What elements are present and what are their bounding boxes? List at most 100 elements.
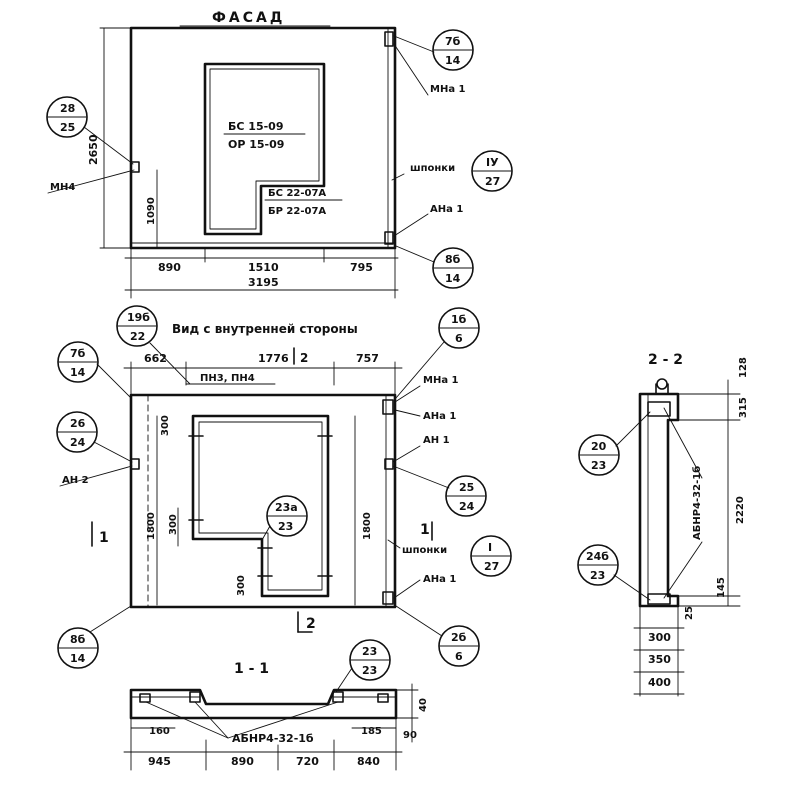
facade-embedded-part-bottom <box>384 231 394 245</box>
inner-dim-1800-right: 1800 <box>362 512 373 540</box>
facade-callout-iu-top: IУ <box>486 156 499 169</box>
section-2-2-title: 2 - 2 <box>648 352 683 368</box>
section-1-1-dim-bottom-1: 890 <box>231 755 254 768</box>
inner-callout-1b-top: 1б <box>451 313 467 326</box>
section-1-1-dim-bottom-0: 945 <box>148 755 171 768</box>
facade-embedded-part-left <box>130 161 140 173</box>
inner-callout-23a: 23а 23 <box>261 495 308 541</box>
facade-callout-8b-top: 8б <box>445 253 461 266</box>
facade-callout-iu-bottom: 27 <box>485 175 500 188</box>
section-1-1-profile <box>129 688 398 720</box>
section-1-1-embed-1 <box>139 693 151 703</box>
facade-leader-ana1 <box>393 213 429 237</box>
facade-window-label-2: ОР 15-09 <box>228 138 284 151</box>
section-1-1-dim-90: 90 <box>403 730 417 741</box>
inner-dim-top-0: 662 <box>144 352 167 365</box>
inner-section-2-bottom: 2 <box>306 616 316 632</box>
facade-leader-mna1 <box>393 43 429 96</box>
facade-callout-28-top: 28 <box>60 102 75 115</box>
section-2-2-dim-2220: 2220 <box>735 496 746 524</box>
section-1-1-callout-bottom: 23 <box>362 664 377 677</box>
inner-callout-25: 25 24 <box>392 465 487 517</box>
facade-callout-circle-8b <box>432 247 474 289</box>
facade-label-shponki: шпонки <box>410 163 455 174</box>
facade-dim-total: 3195 <box>248 276 279 289</box>
section-2-2-callout-24b-top: 24б <box>586 550 609 563</box>
inner-callout-circle-2b <box>438 625 480 667</box>
facade-callout-circle-28 <box>46 96 88 138</box>
section-1-1-embed-4 <box>377 693 389 703</box>
inner-callout-19b-bottom: 22 <box>130 330 145 343</box>
section-1-1-leader-rebar-2 <box>194 701 229 739</box>
section-2-2-dim-145: 145 <box>716 577 727 598</box>
section-1-1-callout-top: 23 <box>362 645 377 658</box>
inner-callout-circle-19b <box>116 305 158 347</box>
section-1-1-title: 1 - 1 <box>234 661 269 677</box>
inner-leader-an2 <box>59 465 133 487</box>
facade-opening-inner <box>209 68 320 230</box>
inner-callout-7b-top: 7б <box>70 347 86 360</box>
section-2-2-dim-bottom-1: 350 <box>648 653 671 666</box>
facade-callout-circle-7b <box>432 29 474 71</box>
facade-title: ФАСАД <box>212 10 285 26</box>
inner-callout-circle-7b <box>57 341 99 383</box>
section-2-2-leader-20 <box>615 411 651 447</box>
facade-leader-7b <box>393 35 435 53</box>
section-2-2-lifting-loop <box>656 378 668 390</box>
section-2-2-callout-20-top: 20 <box>591 440 607 453</box>
section-2-2-label-rebar: АБНР4-32-1б <box>691 466 703 540</box>
inner-dim-300-a: 300 <box>160 415 171 436</box>
inner-callout-8b-bottom: 14 <box>70 652 86 665</box>
inner-panel-outline <box>129 393 397 609</box>
facade-leader-shponki <box>391 173 405 181</box>
facade-opening-outer <box>203 62 326 236</box>
inner-callout-circle-26 <box>56 411 98 453</box>
section-2-2-dim-315: 315 <box>738 397 749 418</box>
inner-callout-1b: 1б 6 <box>395 307 480 399</box>
section-2-2-dim-25: 25 <box>684 606 695 620</box>
facade-callout-7b-top: 7б <box>445 35 461 48</box>
inner-view: Вид с внутренней стороны 662 1776 2 757 … <box>56 305 512 669</box>
inner-label-an1: АН 1 <box>423 435 450 446</box>
inner-label-an2: АН 2 <box>62 475 89 486</box>
section-1-1-label-rebar: АБНР4-32-1б <box>232 732 314 745</box>
inner-callout-I-top: I <box>488 541 492 554</box>
inner-callout-circle-25 <box>445 475 487 517</box>
inner-callout-7b-bottom: 14 <box>70 366 86 379</box>
inner-label-pn: ПН3, ПН4 <box>200 373 255 384</box>
inner-callout-23a-bottom: 23 <box>278 520 293 533</box>
inner-section-1-right: 1 <box>420 522 430 538</box>
facade-callout-7b-bottom: 14 <box>445 54 461 67</box>
inner-section-1-left: 1 <box>99 530 109 546</box>
facade-dim-sill: 1090 <box>146 197 157 225</box>
facade-callout-8b-bottom: 14 <box>445 272 461 285</box>
section-2-2-callout-circle-20 <box>578 434 620 476</box>
inner-callout-1b-bottom: 6 <box>455 332 463 345</box>
inner-callout-2b-top: 2б <box>451 631 467 644</box>
inner-callout-circle-8b <box>57 627 99 669</box>
inner-callout-2b-bottom: 6 <box>455 650 463 663</box>
section-2-2-leader-rebar-2 <box>663 407 703 479</box>
inner-callout-7b: 7б 14 <box>57 341 132 399</box>
inner-opening-inner <box>198 421 323 591</box>
inner-callout-I: I 27 <box>470 535 512 577</box>
inner-callout-19b-top: 19б <box>127 311 150 324</box>
inner-dim-top-1: 1776 <box>258 352 289 365</box>
inner-callout-I-bottom: 27 <box>484 560 499 573</box>
facade-label-mn4: МН4 <box>50 182 75 193</box>
inner-callout-26: 26 24 <box>56 411 133 463</box>
inner-dim-300-c: 300 <box>236 575 247 596</box>
section-1-1-dim-bottom-3: 840 <box>357 755 380 768</box>
section-2-2-dim-128: 128 <box>738 357 749 378</box>
inner-callout-25-bottom: 24 <box>459 500 475 513</box>
facade-dim-bottom-1: 1510 <box>248 261 279 274</box>
section-1-1: 1 - 1 23 23 АБНР4-32-1б 160 185 40 90 <box>123 639 429 771</box>
facade-callout-circle-iu <box>471 150 513 192</box>
inner-callout-circle-23a <box>266 495 308 537</box>
inner-leader-mna1 <box>394 385 421 403</box>
inner-leader-shponki <box>387 539 401 549</box>
inner-leader-ana1-b <box>393 579 421 599</box>
inner-embedded-part-top <box>382 399 394 415</box>
section-1-1-dim-bottom-2: 720 <box>296 755 319 768</box>
inner-label-mna1: МНа 1 <box>423 375 459 386</box>
